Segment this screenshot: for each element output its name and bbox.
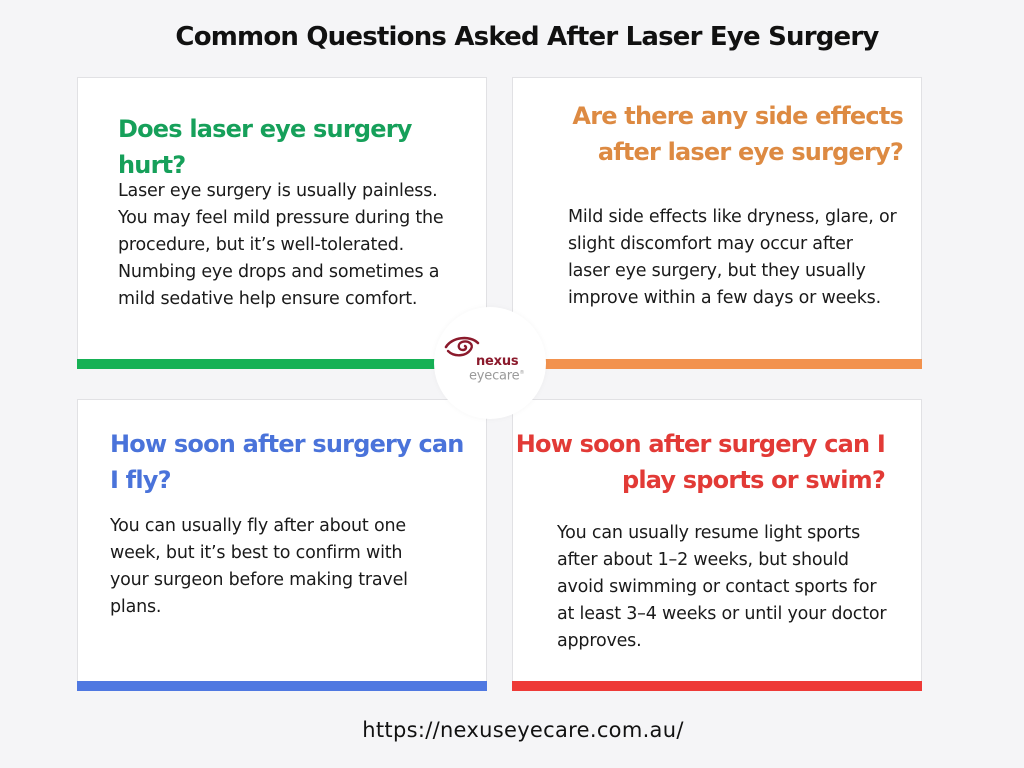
- nexus-eyecare-logo: nexus eyecare®: [434, 307, 546, 419]
- accent-bar: [512, 681, 922, 691]
- logo-text-nexus: nexus: [476, 354, 519, 369]
- faq-answer: Laser eye surgery is usually painless. Y…: [118, 181, 444, 309]
- faq-question: How soon after surgery can I fly?: [110, 430, 464, 494]
- faq-card-side-effects: Are there any side effects after laser e…: [512, 77, 922, 369]
- logo-text-eyecare: eyecare®: [469, 368, 525, 384]
- faq-question: Are there any side effects after laser e…: [572, 102, 903, 166]
- faq-card-fly: How soon after surgery can I fly? You ca…: [77, 399, 487, 691]
- faq-answer: Mild side effects like dryness, glare, o…: [568, 207, 897, 308]
- page-title: Common Questions Asked After Laser Eye S…: [175, 22, 879, 52]
- faq-card-pain: Does laser eye surgery hurt? Laser eye s…: [77, 77, 487, 369]
- faq-answer: You can usually resume light sports afte…: [557, 523, 887, 651]
- faq-question: Does laser eye surgery hurt?: [118, 115, 412, 179]
- accent-bar: [77, 359, 487, 369]
- accent-bar: [77, 681, 487, 691]
- faq-answer: You can usually fly after about one week…: [110, 516, 408, 617]
- faq-card-sports: How soon after surgery can I play sports…: [512, 399, 922, 691]
- faq-question: How soon after surgery can I play sports…: [515, 430, 886, 494]
- footer-url[interactable]: https://nexuseyecare.com.au/: [362, 718, 684, 742]
- eye-swirl-icon: [444, 336, 480, 357]
- accent-bar: [512, 359, 922, 369]
